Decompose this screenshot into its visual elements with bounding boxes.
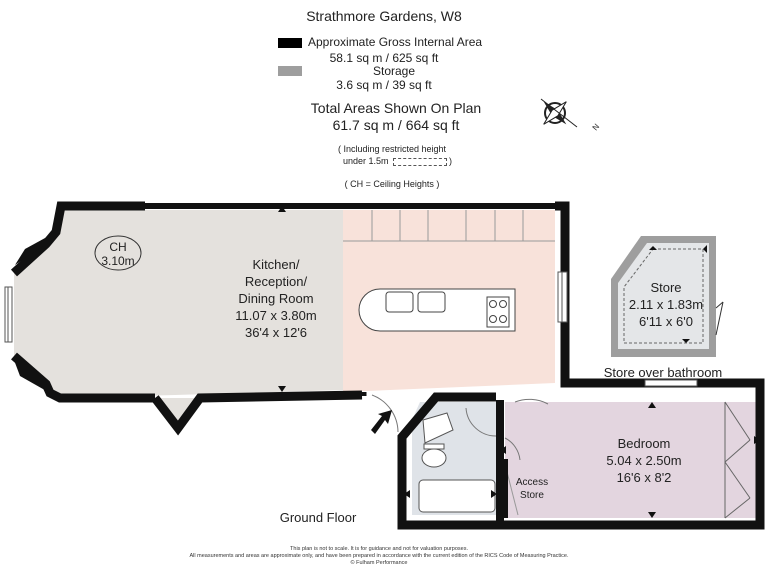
restricted-note-line1: ( Including restricted height: [337, 144, 447, 154]
gia-swatch: [278, 38, 302, 48]
bay-window-frame: [14, 232, 56, 393]
kitchen-name-line3: Dining Room: [238, 291, 314, 306]
storage-label: Storage: [372, 64, 416, 78]
ch-badge-text: CH 3.10m: [101, 240, 134, 268]
kitchen-label: Kitchen/ Reception/ Dining Room 11.07 x …: [235, 256, 316, 341]
sink-bowl-left: [385, 291, 414, 313]
access-store-label: Access Store: [516, 476, 548, 502]
bedroom-metric: 5.04 x 2.50m: [606, 453, 682, 468]
access-store-floor: [505, 460, 560, 512]
store-name: Store: [650, 280, 682, 295]
compass-north-label: N: [591, 122, 602, 132]
ch-badge-line2: 3.10m: [101, 254, 135, 268]
store-label: Store 2.11 x 1.83m 6'11 x 6'0: [629, 279, 703, 330]
windows: [4, 271, 698, 387]
storage-swatch: [278, 66, 302, 76]
total-value: 61.7 sq m / 664 sq ft: [332, 117, 460, 133]
bedroom-floor-area: [505, 402, 760, 518]
gia-value: 58.1 sq m / 625 sq ft: [329, 51, 439, 65]
store-room: [611, 236, 724, 357]
kitchen-island: [358, 288, 516, 332]
footer-line2: All measurements and areas are approxima…: [189, 553, 569, 559]
ch-badge-line1: CH: [109, 240, 127, 254]
reception-floor-area: [14, 202, 343, 398]
compass-rose-icon: [540, 98, 578, 128]
bedroom-imperial: 16'6 x 8'2: [616, 470, 672, 485]
restricted-note-close: ): [449, 156, 453, 166]
kitchen-name-line2: Reception/: [244, 274, 308, 289]
restricted-note-text: under 1.5m: [343, 156, 389, 166]
plan-title: Strathmore Gardens, W8: [306, 8, 462, 24]
restricted-area-dashed-box: [393, 157, 448, 166]
access-store-line1: Access: [515, 477, 549, 488]
entrance-arrow-icon: [371, 410, 392, 434]
restricted-note-line2: under 1.5m ): [343, 156, 452, 166]
sink-bowl-right: [417, 291, 446, 313]
walls: [10, 201, 765, 530]
kitchen-metric: 11.07 x 3.80m: [235, 308, 317, 323]
ceiling-height-badge: [94, 235, 142, 271]
footer-line3: © Fulham Performance: [350, 560, 408, 566]
stairs: [343, 210, 555, 242]
store-metric: 2.11 x 1.83m: [628, 297, 704, 312]
total-label: Total Areas Shown On Plan: [310, 100, 482, 116]
kitchen-imperial: 36'4 x 12'6: [244, 325, 308, 340]
wardrobe: [724, 401, 751, 519]
measurement-arrows: [278, 206, 760, 518]
bedroom-label: Bedroom 5.04 x 2.50m 16'6 x 8'2: [606, 435, 681, 486]
bedroom-name: Bedroom: [617, 436, 671, 451]
store-imperial: 6'11 x 6'0: [639, 314, 693, 329]
floor-label: Ground Floor: [279, 510, 357, 525]
access-store-line2: Store: [520, 490, 544, 501]
door-swings: [371, 394, 549, 461]
hob: [486, 296, 510, 328]
kitchen-name-line1: Kitchen/: [252, 257, 300, 272]
storage-value: 3.6 sq m / 39 sq ft: [336, 78, 432, 92]
footer-line1: This plan is not to scale. It is for gui…: [290, 546, 468, 552]
ceiling-note: ( CH = Ceiling Heights ): [344, 179, 440, 189]
gia-label: Approximate Gross Internal Area: [308, 35, 483, 49]
store-caption: Store over bathroom: [603, 365, 723, 380]
bathroom-fixtures: [418, 412, 496, 513]
